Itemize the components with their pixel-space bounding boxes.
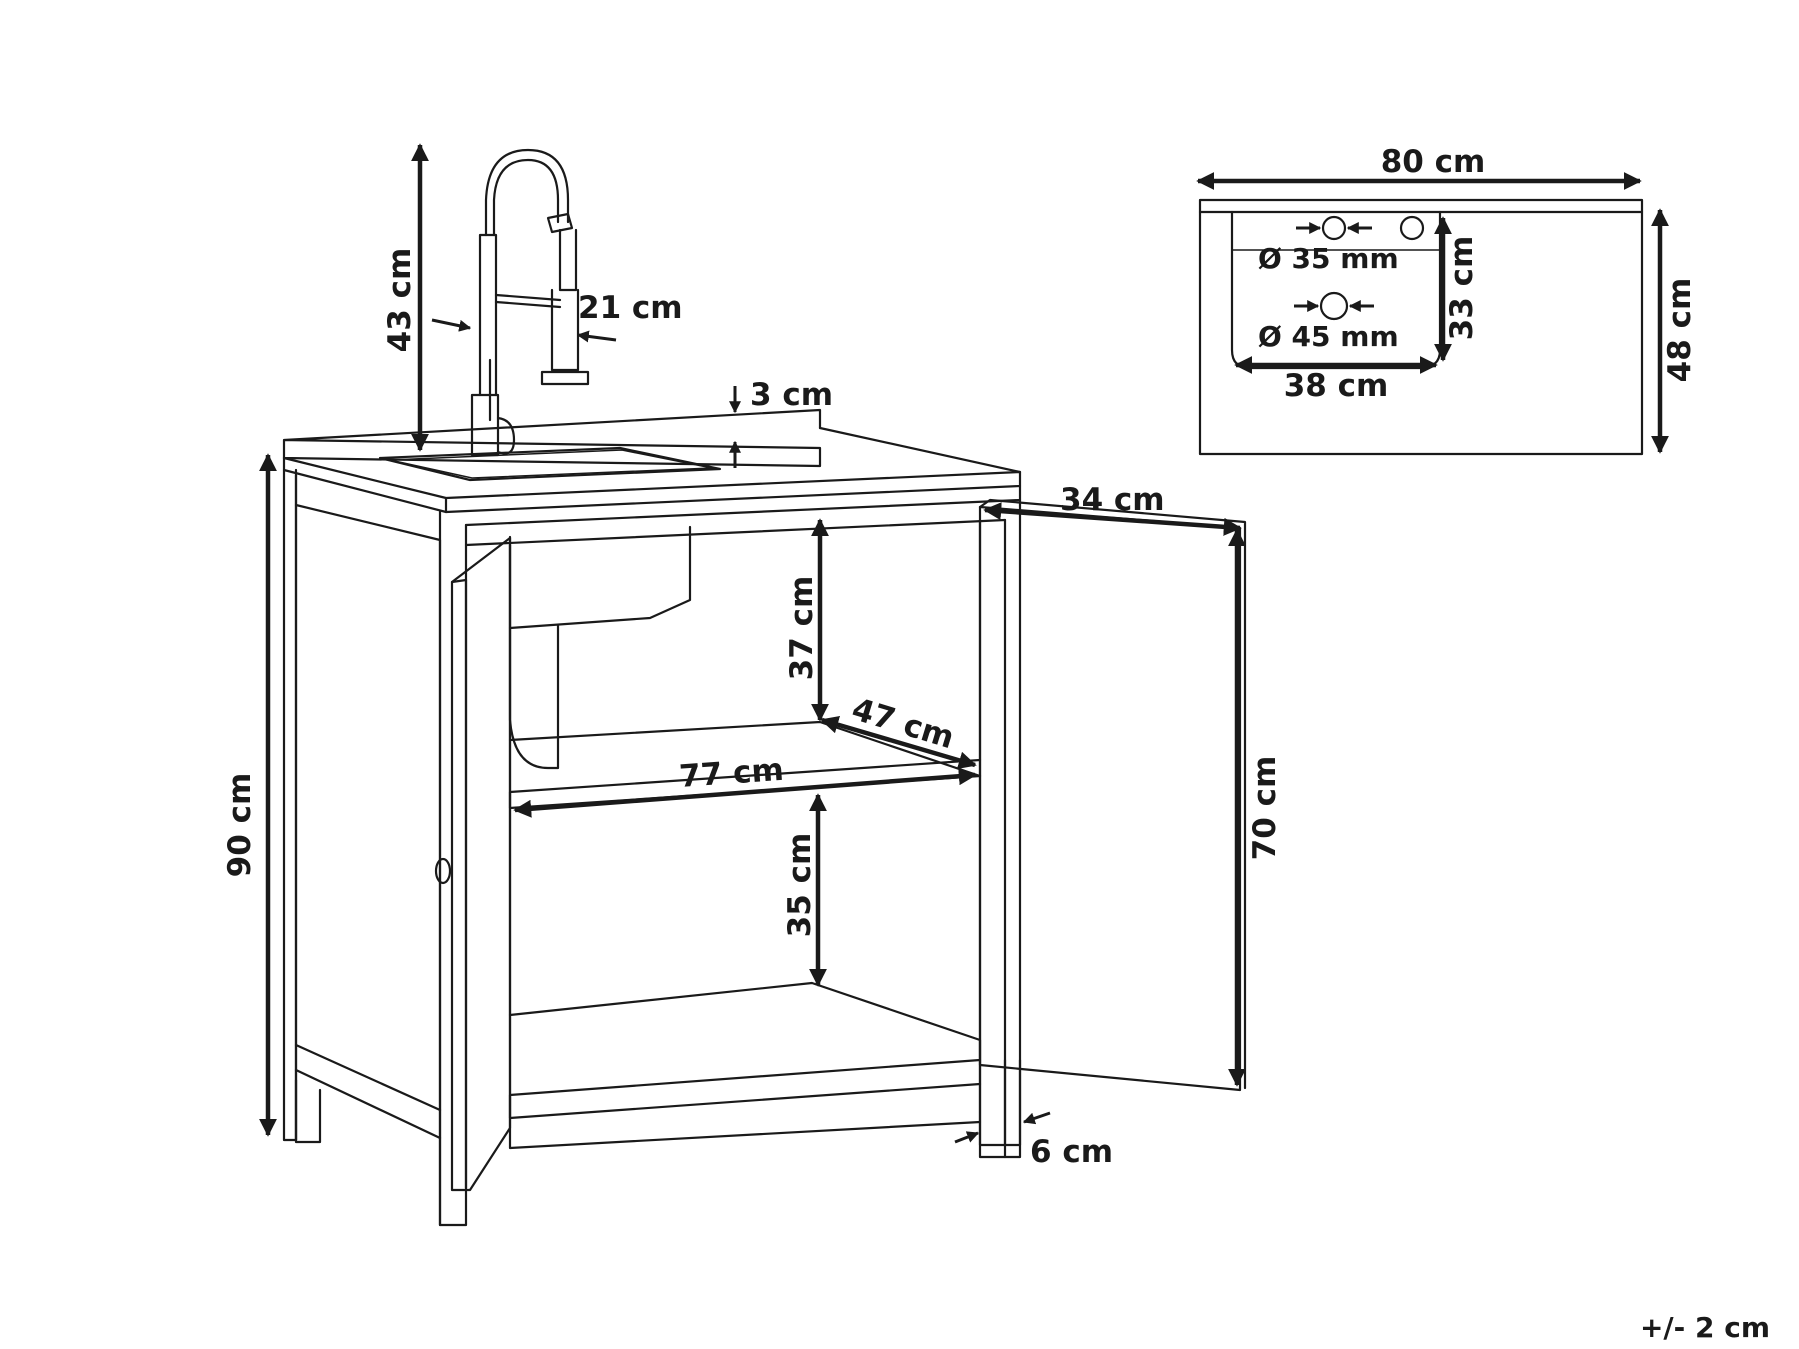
shelf-depth-line	[820, 715, 977, 770]
door-width-label: 34 cm	[1060, 482, 1165, 518]
faucet-diameter-arrow-left	[431, 318, 472, 332]
large-hole-icon	[1319, 291, 1349, 321]
interior-width-line	[513, 767, 977, 818]
countertop-thickness-label: 3 cm	[750, 377, 833, 413]
lower-compartment-label: 35 cm	[782, 833, 818, 938]
small-hole-icon	[1321, 215, 1347, 241]
upper-compartment-label: 37 cm	[784, 576, 820, 681]
door-height-label: 70 cm	[1247, 756, 1283, 861]
leg-width-arrow-right	[1022, 1111, 1051, 1125]
top-width-label: 80 cm	[1381, 144, 1486, 180]
faucet-height-label: 43 cm	[382, 248, 418, 353]
basin-width-label: 38 cm	[1284, 368, 1389, 404]
large-hole-label: Ø 45 mm	[1258, 320, 1399, 353]
faucet-diameter-arrow-right	[576, 330, 617, 343]
interior-width-label: 77 cm	[678, 752, 785, 795]
leg-width-arrow-left	[954, 1131, 980, 1144]
cabinet-dimensions: 43 cm 21 cm 3 cm 90 cm 34 cm 70 cm 37 cm…	[222, 143, 1283, 1170]
top-depth-label: 48 cm	[1662, 278, 1698, 383]
cabinet-drawing	[282, 148, 1247, 1227]
top-view-dimensions: 80 cm 48 cm Ø 35 mm Ø 45 mm 33 cm 38 cm	[1196, 144, 1698, 454]
total-height-label: 90 cm	[222, 773, 258, 878]
tolerance-note: +/- 2 cm	[1640, 1311, 1770, 1344]
door-width-line	[983, 502, 1242, 536]
leg-width-label: 6 cm	[1030, 1134, 1113, 1170]
basin-depth-label: 33 cm	[1444, 236, 1480, 341]
faucet-diameter-label: 21 cm	[578, 290, 683, 326]
small-hole-label: Ø 35 mm	[1258, 242, 1399, 275]
shelf-depth-label: 47 cm	[848, 691, 959, 756]
right-hole-icon	[1399, 215, 1425, 241]
